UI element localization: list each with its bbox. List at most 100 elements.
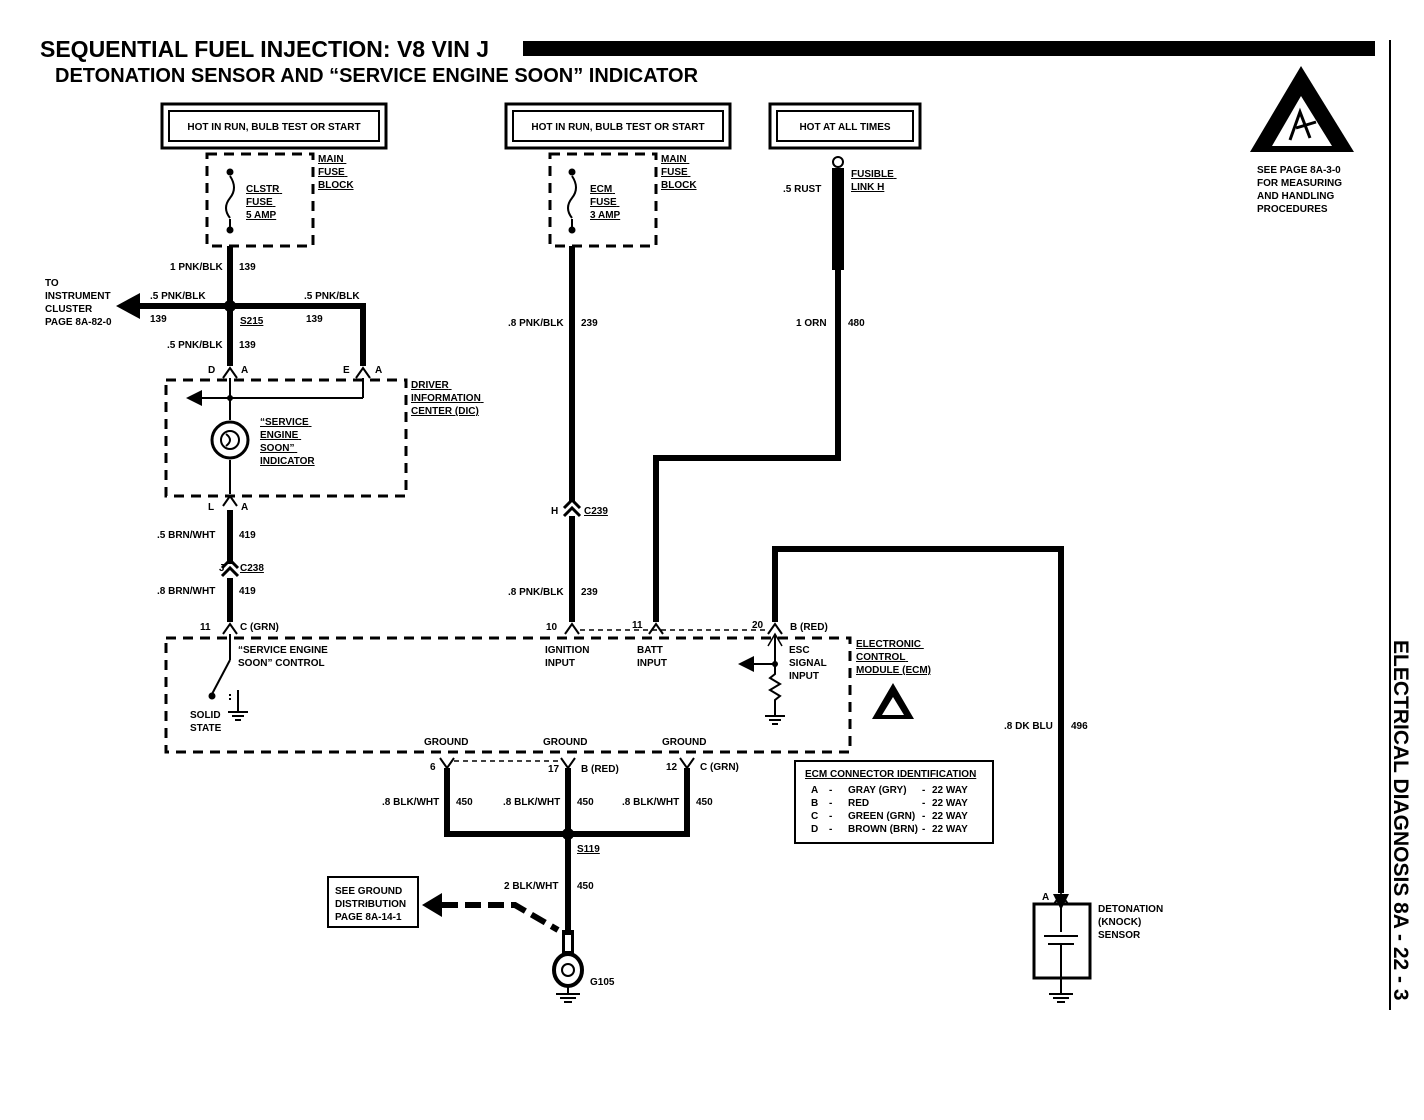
circuit-419-a: 419 [239, 530, 256, 541]
svg-text:-: - [829, 785, 832, 796]
svg-text:GREEN (GRN): GREEN (GRN) [848, 811, 915, 822]
driver-information-center [164, 378, 408, 498]
knock-sensor-label: DETONATION (KNOCK) SENSOR [1098, 904, 1166, 941]
wire-label-pnk-5c: .5 PNK/BLK [167, 340, 223, 351]
dic-internal-wiring [186, 378, 364, 494]
svg-text:-: - [922, 811, 925, 822]
pin-17: 17 [548, 764, 560, 775]
pin-12: 12 [666, 762, 678, 773]
connector-c239-icon [562, 497, 582, 518]
fuse-block-label-mid: MAIN FUSE BLOCK [661, 154, 697, 191]
connector-c238-label: C238 [240, 563, 264, 574]
conn-b-red: B (RED) [790, 622, 828, 633]
splice-s215 [224, 300, 236, 312]
page-title: SEQUENTIAL FUEL INJECTION: V8 VIN J [40, 36, 489, 62]
ses-indicator-bulb-icon [210, 420, 250, 460]
ses-indicator-label: “SERVICE ENGINE SOON” INDICATOR [260, 417, 315, 467]
svg-text:C: C [811, 811, 818, 822]
circuit-139-c: 139 [306, 314, 323, 325]
side-label: ELECTRICAL DIAGNOSIS 8A - 22 - 3 [1389, 640, 1412, 1001]
wire-label-orn: 1 ORN [796, 318, 827, 329]
svg-text:22 WAY: 22 WAY [932, 798, 968, 809]
pin-11-batt: 11 [632, 620, 643, 631]
pin-a-top: A [241, 365, 248, 376]
wire-label-pnk-1: 1 PNK/BLK [170, 262, 224, 273]
ecm-bottom-connectors [439, 757, 695, 770]
ground-label-1: GROUND [424, 737, 468, 748]
svg-text:-: - [922, 824, 925, 835]
wire-label-pnk-8b: .8 PNK/BLK [508, 587, 564, 598]
ground-dist-wire [442, 902, 560, 933]
dic-label: DRIVER INFORMATION CENTER (DIC) [411, 380, 484, 417]
ses-control-switch-icon [208, 634, 248, 721]
svg-text:BROWN (BRN): BROWN (BRN) [848, 824, 918, 835]
svg-text:HOT IN RUN, BULB TEST OR START: HOT IN RUN, BULB TEST OR START [187, 122, 360, 133]
ground-g105-label: G105 [590, 977, 615, 988]
connector-e-icon [355, 366, 371, 379]
table-row: B - RED - 22 WAY [811, 798, 968, 809]
svg-text:A: A [811, 785, 818, 796]
svg-text:RED: RED [848, 798, 869, 809]
connector-c238-icon [220, 557, 240, 578]
fuse-block-label-left: MAIN FUSE BLOCK [318, 154, 354, 191]
pin-11-left: 11 [200, 622, 211, 633]
battery-circuit-wire [653, 270, 841, 622]
instrument-cluster-ref: TO INSTRUMENT CLUSTER PAGE 8A-82-0 [45, 278, 113, 328]
ground-label-2: GROUND [543, 737, 587, 748]
svg-text:-: - [922, 785, 925, 796]
svg-text:22 WAY: 22 WAY [932, 785, 968, 796]
table-row: A - GRAY (GRY) - 22 WAY [811, 785, 968, 796]
page-subtitle: DETONATION SENSOR AND “SERVICE ENGINE SO… [55, 65, 699, 87]
connector-d-icon [222, 366, 238, 379]
svg-text:-: - [829, 824, 832, 835]
pin-a-bottom: A [241, 502, 248, 513]
fusible-link-label: FUSIBLE LINK H [851, 169, 897, 193]
wire-label-pnk-5b: .5 PNK/BLK [304, 291, 360, 302]
circuit-450-d: 450 [577, 881, 594, 892]
circuit-450-a: 450 [456, 797, 473, 808]
wire-label-blk-8b: .8 BLK/WHT [503, 797, 560, 808]
circuit-480: 480 [848, 318, 865, 329]
svg-text:B: B [811, 798, 818, 809]
svg-text:-: - [829, 811, 832, 822]
circuit-419-b: 419 [239, 586, 256, 597]
ecm-fuse-icon [567, 168, 577, 234]
pin-l: L [208, 502, 214, 513]
ecm-fuse-label: ECM FUSE 3 AMP [590, 184, 621, 221]
circuit-139-b: 139 [150, 314, 167, 325]
table-row: D - BROWN (BRN) - 22 WAY [811, 824, 968, 835]
ecm-esd-icon [872, 683, 914, 719]
conn-c-grn-2: C (GRN) [700, 762, 739, 773]
conn-b-red-2: B (RED) [581, 764, 619, 775]
svg-text:22 WAY: 22 WAY [932, 811, 968, 822]
connector-l-icon [222, 494, 238, 507]
esd-warning-icon [1250, 66, 1354, 152]
svg-text:-: - [829, 798, 832, 809]
ecm-label: ELECTRONIC CONTROL MODULE (ECM) [856, 639, 931, 676]
left-circuit-wires [140, 246, 366, 622]
knock-sensor-wire [772, 546, 1064, 893]
wire-label-rust: .5 RUST [783, 184, 821, 195]
circuit-450-c: 450 [696, 797, 713, 808]
wire-label-brn-5: .5 BRN/WHT [157, 530, 215, 541]
pin-10: 10 [546, 622, 558, 633]
ground-wires [444, 768, 690, 930]
esc-input-label: ESC SIGNAL INPUT [789, 645, 829, 682]
table-row: C - GREEN (GRN) - 22 WAY [811, 811, 968, 822]
pin-20: 20 [752, 620, 764, 631]
circuit-139-a: 139 [239, 262, 256, 273]
ground-dist-arrow [422, 893, 442, 917]
wire-label-blk-2: 2 BLK/WHT [504, 881, 558, 892]
power-box-middle: HOT IN RUN, BULB TEST OR START [504, 102, 732, 150]
circuit-239-a: 239 [581, 318, 598, 329]
knock-sensor-icon [1032, 894, 1092, 1003]
circuit-239-b: 239 [581, 587, 598, 598]
wire-label-pnk-8a: .8 PNK/BLK [508, 318, 564, 329]
pin-6: 6 [430, 762, 436, 773]
main-fuse-block-mid [548, 152, 658, 248]
svg-text:-: - [922, 798, 925, 809]
power-box-left: HOT IN RUN, BULB TEST OR START [160, 102, 388, 150]
splice-s119-label: S119 [577, 844, 600, 855]
svg-text:D: D [811, 824, 818, 835]
